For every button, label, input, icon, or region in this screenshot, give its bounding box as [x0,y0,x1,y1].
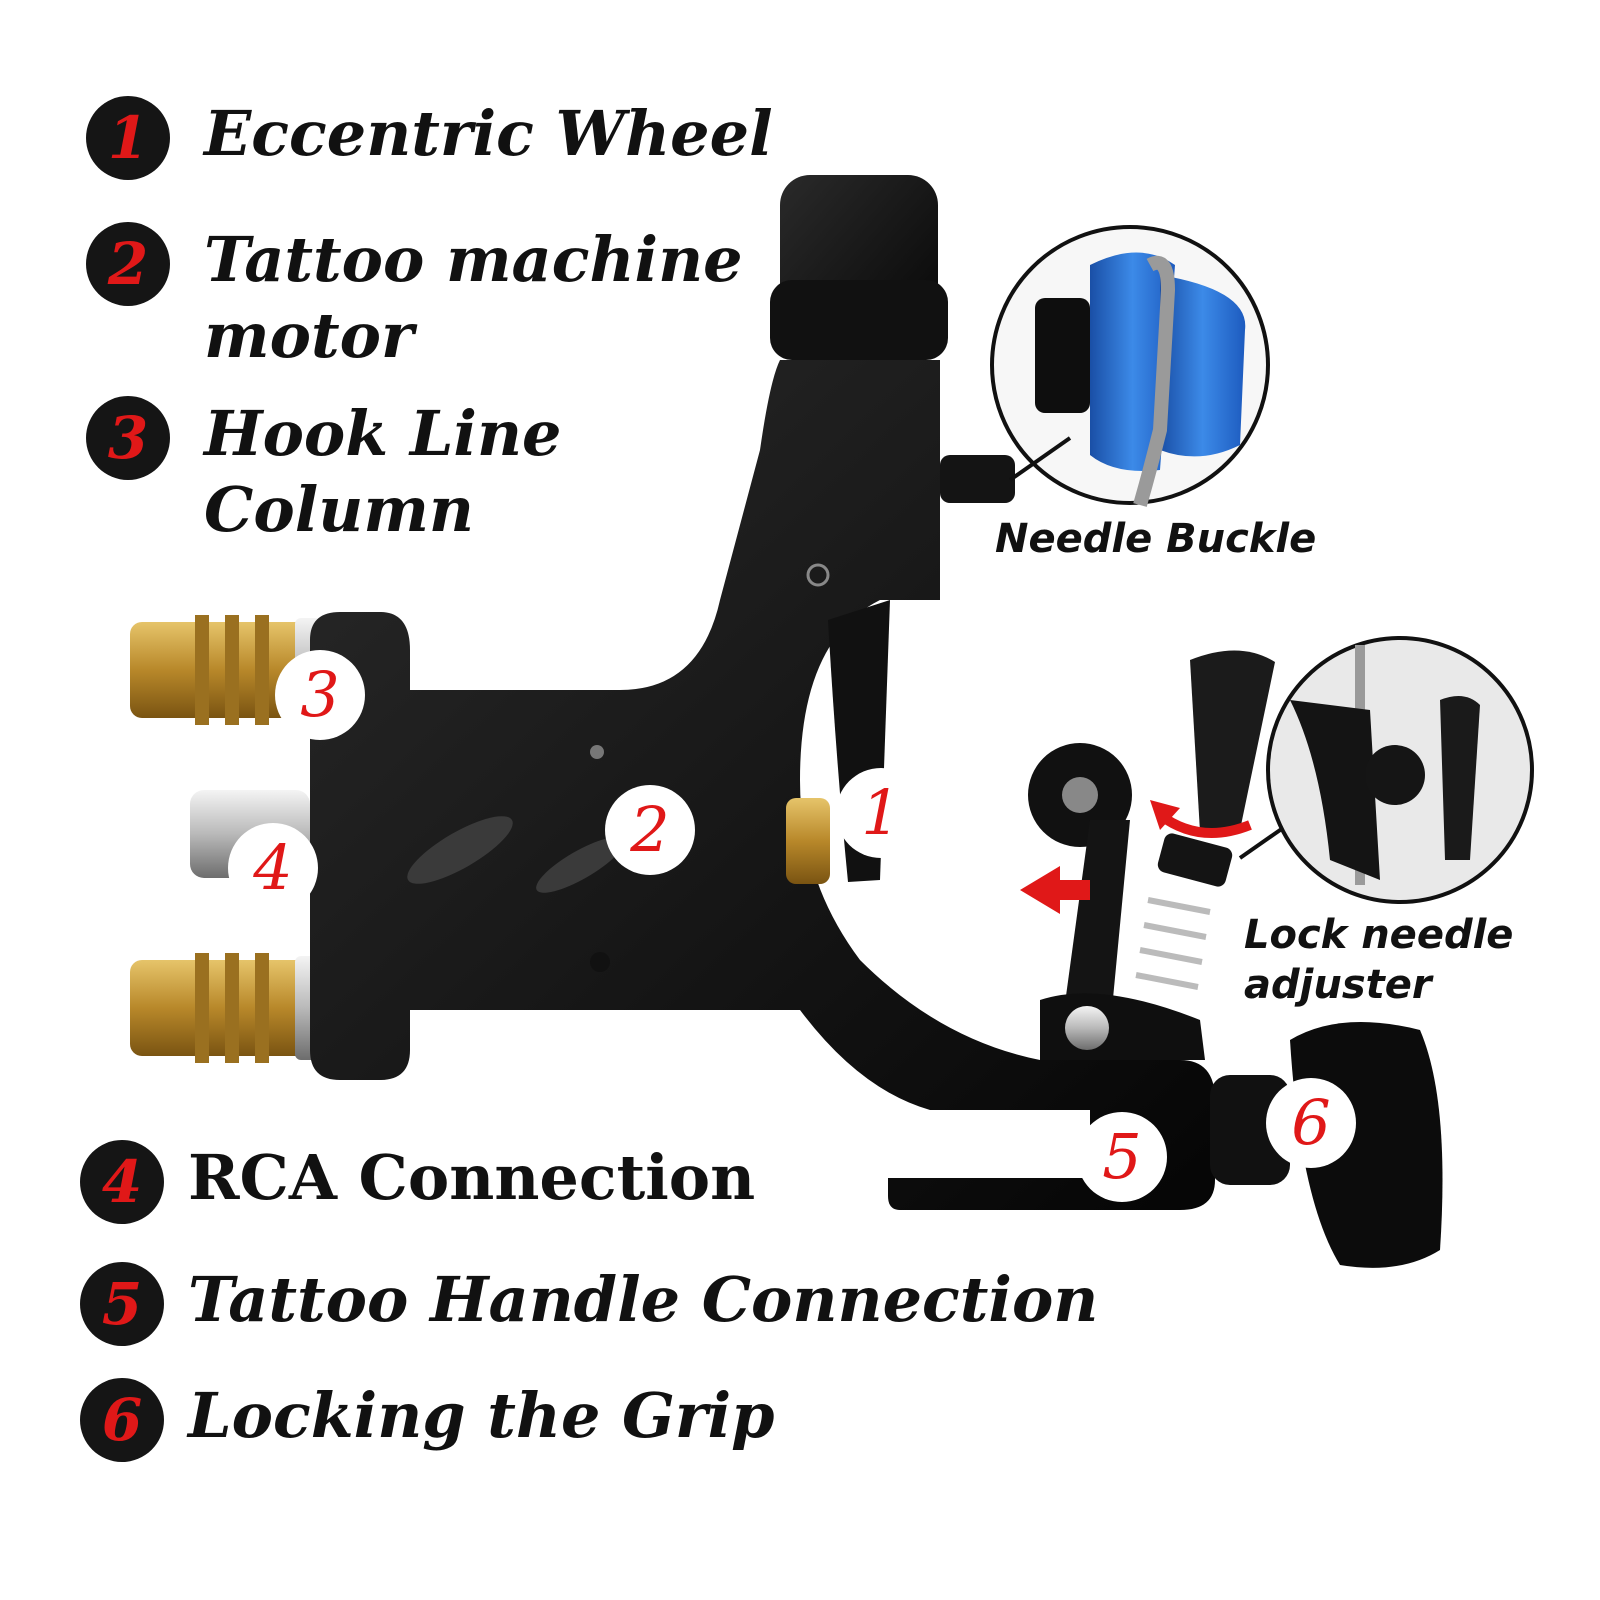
legend-item-6: 6 Locking the Grip [80,1378,775,1462]
legend-item-2: 2 Tattoo machine motor [86,222,743,374]
machine-frame [310,360,1215,1210]
callout-6: 6 [1266,1078,1356,1168]
legend-badge: 6 [80,1378,164,1462]
binding-post-top [130,615,321,725]
legend-badge: 1 [86,96,170,180]
legend-badge: 2 [86,222,170,306]
lock-needle-adjuster-label: Lock needle adjuster [1244,912,1514,1008]
legend-item-1: 1 Eccentric Wheel [86,96,773,180]
callout-5: 5 [1077,1112,1167,1202]
legend-item-4: 4 RCA Connection [80,1140,755,1224]
legend-label: RCA Connection [188,1141,756,1214]
callout-1: 1 [836,768,926,858]
legend-badge: 4 [80,1140,164,1224]
legend-badge: 3 [86,396,170,480]
legend-label: Tattoo Handle Connection [188,1263,1099,1336]
binding-post-bottom [130,953,321,1063]
legend-label: Tattoo machine motor [204,223,743,372]
legend-item-3: 3 Hook Line Column [86,396,562,548]
callout-3: 3 [275,650,365,740]
callout-2: 2 [605,785,695,875]
callout-4: 4 [228,823,318,913]
legend-label: Locking the Grip [188,1379,775,1452]
needle-buckle-label: Needle Buckle [995,516,1317,562]
legend-badge: 5 [80,1262,164,1346]
legend-item-5: 5 Tattoo Handle Connection [80,1262,1098,1346]
legend-label: Hook Line Column [204,397,562,546]
legend-label: Eccentric Wheel [204,97,773,170]
left-arrow-icon [1020,866,1090,914]
